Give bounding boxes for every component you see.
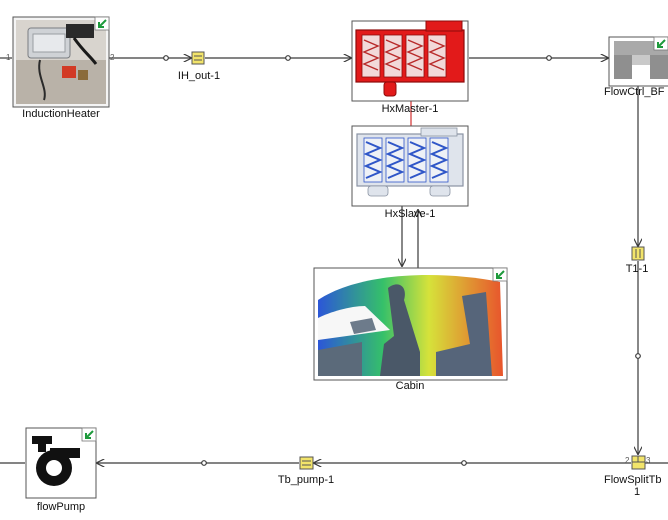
connector-node [285, 55, 291, 61]
ih-out-label: IH_out-1 [177, 70, 221, 82]
connector-node [461, 460, 467, 466]
heater-port-in-label: 1 [6, 53, 11, 62]
flow-ctrl-block[interactable] [608, 36, 668, 87]
connector-node [163, 55, 169, 61]
heater-port-out-label: 2 [110, 53, 115, 62]
induction-heater-block[interactable] [12, 16, 110, 108]
tb-pump-sensor[interactable] [299, 456, 314, 470]
flow-split-port-b: 3 [646, 456, 651, 465]
ih-out-sensor[interactable] [191, 51, 205, 65]
flow-pump-block[interactable] [25, 427, 97, 499]
flow-ctrl-label: FlowCtrl_BF [604, 86, 665, 98]
flow-split-label-suffix: 1 [633, 486, 641, 498]
t1-sensor[interactable] [631, 246, 645, 261]
t1-label: T1-1 [625, 263, 649, 275]
flow-split-block[interactable] [631, 455, 646, 470]
connector-node [546, 55, 552, 61]
cabin-label: Cabin [395, 380, 425, 392]
flow-pump-label: flowPump [36, 501, 86, 513]
hx-slave-block[interactable] [351, 125, 469, 207]
tb-pump-label: Tb_pump-1 [277, 474, 335, 486]
connection-lines [0, 56, 668, 466]
induction-heater-label: InductionHeater [22, 108, 100, 120]
hx-master-block[interactable] [351, 20, 469, 102]
hx-master-label: HxMaster-1 [381, 103, 439, 115]
cabin-block[interactable] [313, 267, 508, 381]
connector-node [201, 460, 207, 466]
flow-split-port-a: 2 [625, 456, 630, 465]
hx-slave-label: HxSlave-1 [384, 208, 436, 220]
connector-node [635, 353, 641, 359]
flow-split-label: FlowSplitTb [604, 474, 662, 486]
